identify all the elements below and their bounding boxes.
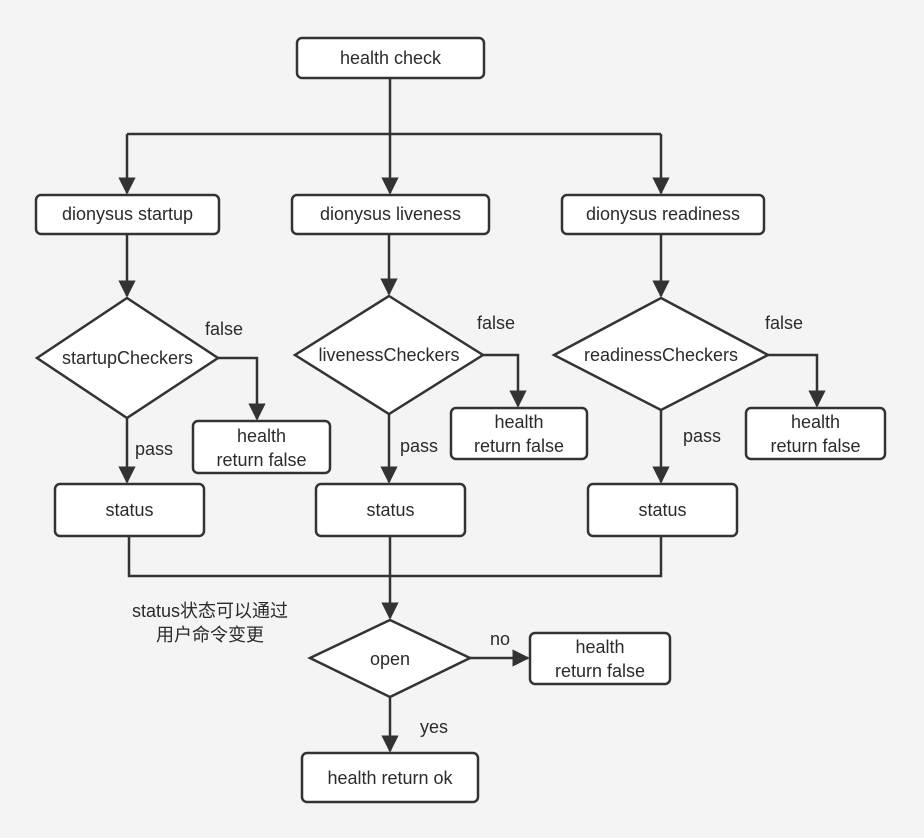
health-check-label: health check <box>339 48 442 68</box>
liveness-box <box>290 193 491 236</box>
open-no-label: no <box>490 629 511 649</box>
startup-process-label: dionysus startup <box>61 204 194 224</box>
startup-checkers-label: startupCheckers <box>61 348 194 368</box>
readiness-process-label: dionysus readiness <box>585 204 741 224</box>
arrow-readiness-false <box>768 353 826 408</box>
readiness-false-result-line2: return false <box>770 436 861 456</box>
readiness-box <box>560 193 766 236</box>
startup-false-box <box>191 419 332 475</box>
readiness-checkers-label: readinessCheckers <box>583 345 739 365</box>
startup-false-result-line2: return false <box>216 450 307 470</box>
arrow-liveness-false <box>483 353 527 408</box>
startup-status-label: status <box>105 500 154 520</box>
note-line2: 用户命令变更 <box>156 625 264 645</box>
open-no-result-line2: return false <box>554 661 646 681</box>
open-no-result-line1: health <box>575 637 625 657</box>
connector-startup-status-merge <box>127 536 663 578</box>
readiness-status-box <box>586 482 739 538</box>
liveness-checkers-label: livenessCheckers <box>318 345 460 365</box>
startup-false-result-line1: health <box>236 426 287 446</box>
arrow-startup-false <box>218 356 266 421</box>
liveness-false-box <box>449 406 589 461</box>
health-ok-box <box>300 751 480 804</box>
open-label: open <box>369 649 411 669</box>
liveness-false-result-line2: return false <box>473 436 565 456</box>
readiness-false-result-line1: health <box>790 412 841 432</box>
liveness-status-label: status <box>366 500 415 520</box>
startup-pass-label: pass <box>135 439 174 459</box>
liveness-false-result-line1: health <box>494 412 544 432</box>
startup-false-label: false <box>205 319 244 339</box>
liveness-false-label: false <box>477 313 516 333</box>
liveness-pass-label: pass <box>400 436 439 456</box>
readiness-false-label: false <box>765 313 804 333</box>
readiness-status-label: status <box>638 500 687 520</box>
readiness-false-box <box>744 406 887 461</box>
open-no-box <box>528 631 672 686</box>
readiness-pass-label: pass <box>683 426 722 446</box>
health-ok-label: health return ok <box>327 768 453 788</box>
open-yes-label: yes <box>420 717 449 737</box>
note-line1: status状态可以通过 <box>131 601 289 621</box>
liveness-process-label: dionysus liveness <box>319 204 462 224</box>
